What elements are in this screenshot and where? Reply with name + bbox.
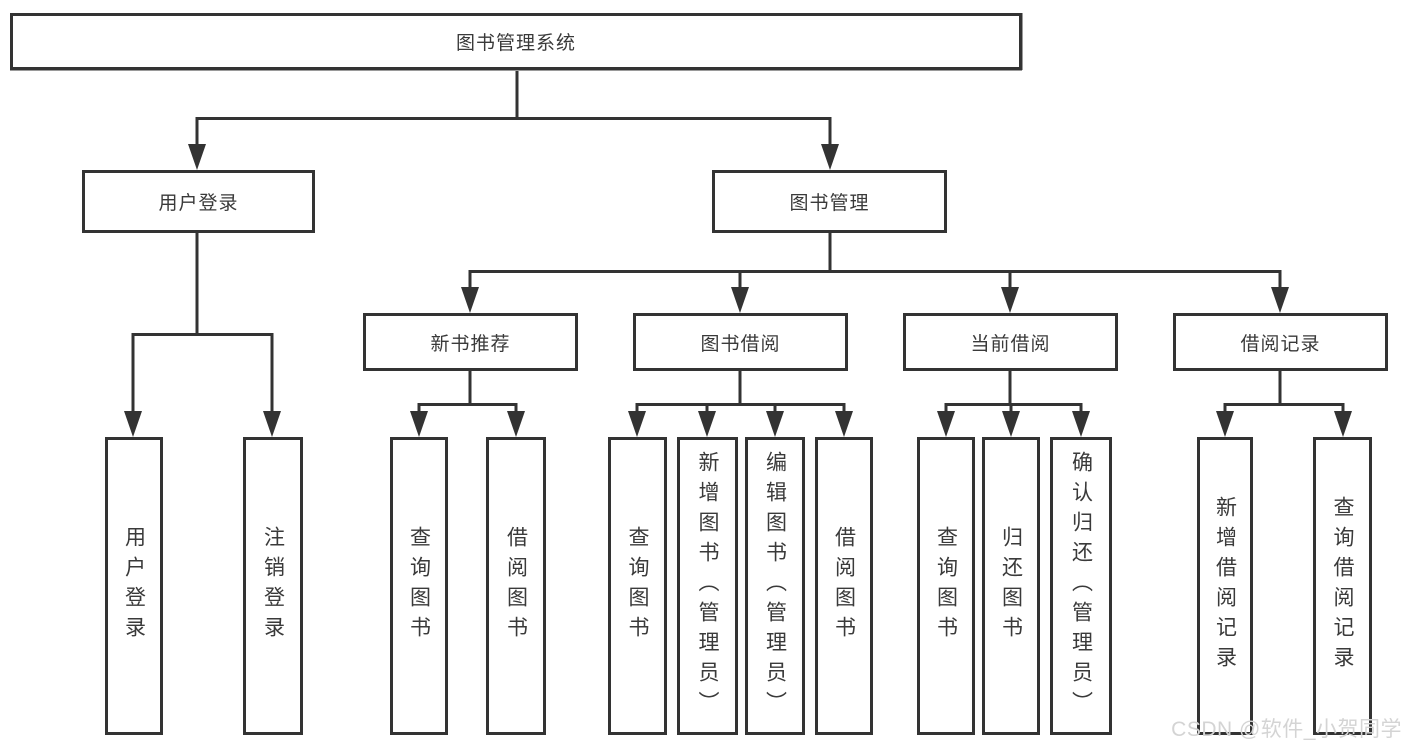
leaf-query-borrow-record: 查询借阅记录	[1313, 437, 1372, 735]
arrowhead-icon	[1072, 411, 1090, 437]
arrowhead-icon	[263, 411, 281, 437]
node-label: 新增借阅记录	[1213, 496, 1237, 676]
arrowhead-icon	[628, 411, 646, 437]
node-label: 归还图书	[999, 526, 1023, 646]
leaf-edit-books-admin: 编辑图书（管理员）	[745, 437, 805, 735]
leaf-user-login: 用户登录	[105, 437, 163, 735]
arrowhead-icon	[410, 411, 428, 437]
node-label: 借阅图书	[832, 526, 856, 646]
node-label: 编辑图书（管理员）	[763, 451, 787, 721]
node-label: 查询图书	[626, 526, 649, 646]
leaf-confirm-return-admin: 确认归还（管理员）	[1050, 437, 1112, 735]
arrowhead-icon	[821, 144, 839, 170]
arrowhead-icon	[188, 144, 206, 170]
connector-bookmgmt-to-level3	[468, 233, 1282, 289]
node-label: 图书借阅	[700, 333, 781, 355]
connector-newbooks-to-leaves	[417, 371, 518, 413]
arrowhead-icon	[1001, 287, 1019, 313]
connector-records-to-leaves	[1223, 371, 1345, 413]
node-book-management: 图书管理	[712, 170, 947, 233]
node-root: 图书管理系统	[10, 13, 1022, 70]
node-label: 借阅记录	[1240, 333, 1321, 355]
arrowhead-icon	[937, 411, 955, 437]
node-borrow-records: 借阅记录	[1173, 313, 1388, 371]
arrowhead-icons	[124, 144, 1352, 437]
leaf-query-books-borrow: 查询图书	[608, 437, 667, 735]
leaf-add-borrow-record: 新增借阅记录	[1197, 437, 1253, 735]
arrowhead-icon	[124, 411, 142, 437]
leaf-add-books-admin: 新增图书（管理员）	[677, 437, 738, 735]
watermark-text: CSDN @软件_小贺同学	[1171, 718, 1402, 741]
leaf-logout: 注销登录	[243, 437, 303, 735]
arrowhead-icon	[698, 411, 716, 437]
node-current-borrow: 当前借阅	[903, 313, 1118, 371]
node-label: 新书推荐	[430, 333, 511, 355]
leaf-return-books: 归还图书	[982, 437, 1040, 735]
leaf-borrow-books-recommend: 借阅图书	[486, 437, 546, 735]
node-book-borrow: 图书借阅	[633, 313, 848, 371]
arrowhead-icon	[1216, 411, 1234, 437]
node-label: 确认归还（管理员）	[1069, 451, 1093, 721]
node-label: 查询图书	[407, 526, 431, 646]
node-label: 查询图书	[934, 526, 958, 646]
arrowhead-icon	[507, 411, 525, 437]
connector-userlogin-to-leaves	[131, 233, 274, 413]
arrowhead-icon	[835, 411, 853, 437]
node-label: 借阅图书	[504, 526, 528, 646]
leaf-query-books-recommend: 查询图书	[390, 437, 448, 735]
node-label: 用户登录	[158, 193, 239, 214]
node-label: 用户登录	[122, 526, 146, 646]
node-new-book-recommend: 新书推荐	[363, 313, 578, 371]
arrowhead-icon	[1271, 287, 1289, 313]
node-label: 图书管理系统	[455, 33, 576, 54]
node-label: 注销登录	[261, 526, 285, 646]
arrowhead-icon	[766, 411, 784, 437]
arrowhead-icon	[731, 287, 749, 313]
node-label: 查询借阅记录	[1331, 496, 1354, 676]
node-label: 新增图书（管理员）	[696, 451, 719, 721]
node-label: 图书管理	[789, 193, 870, 214]
leaf-borrow-books: 借阅图书	[815, 437, 873, 735]
node-label: 当前借阅	[970, 333, 1051, 355]
connector-borrow-to-leaves	[635, 371, 846, 413]
leaf-query-books-current: 查询图书	[917, 437, 975, 735]
connector-current-to-leaves	[944, 371, 1083, 413]
arrowhead-icon	[1002, 411, 1020, 437]
node-user-login: 用户登录	[82, 170, 315, 233]
arrowhead-icon	[1334, 411, 1352, 437]
arrowhead-icon	[461, 287, 479, 313]
connector-root-to-level2	[195, 70, 832, 146]
